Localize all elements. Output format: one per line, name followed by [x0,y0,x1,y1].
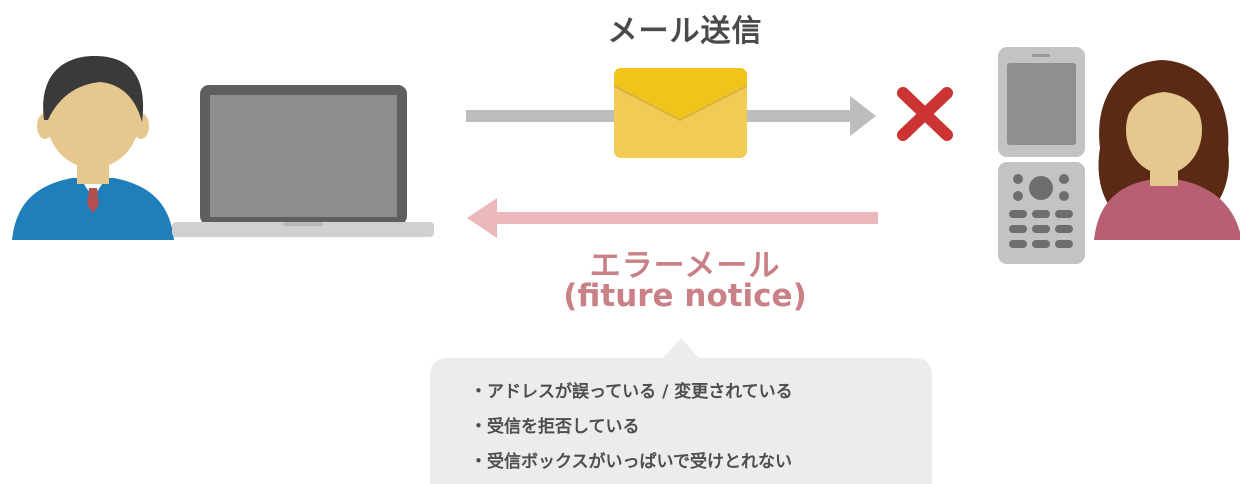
send-label: メール送信 [607,14,763,49]
envelope-icon [613,68,748,158]
error-mail-sublabel: (fiture notice) [563,278,807,314]
laptop-icon [172,85,434,237]
woman-avatar-icon [1094,60,1240,240]
error-mail-label: エラーメール [589,248,781,284]
reason-item: ・受信ボックスがいっぱいで受けとれない [470,452,792,472]
flip-phone-icon [998,47,1085,264]
man-avatar-icon [12,55,174,240]
reason-item: ・受信を拒否している [470,417,640,437]
failure-reasons-list: ・アドレスが誤っている / 変更されている ・受信を拒否している ・受信ボックス… [470,377,900,482]
speech-bubble [430,338,932,484]
error-arrow [467,198,878,238]
reason-item: ・アドレスが誤っている / 変更されている [470,382,793,402]
x-mark-icon [897,87,953,141]
